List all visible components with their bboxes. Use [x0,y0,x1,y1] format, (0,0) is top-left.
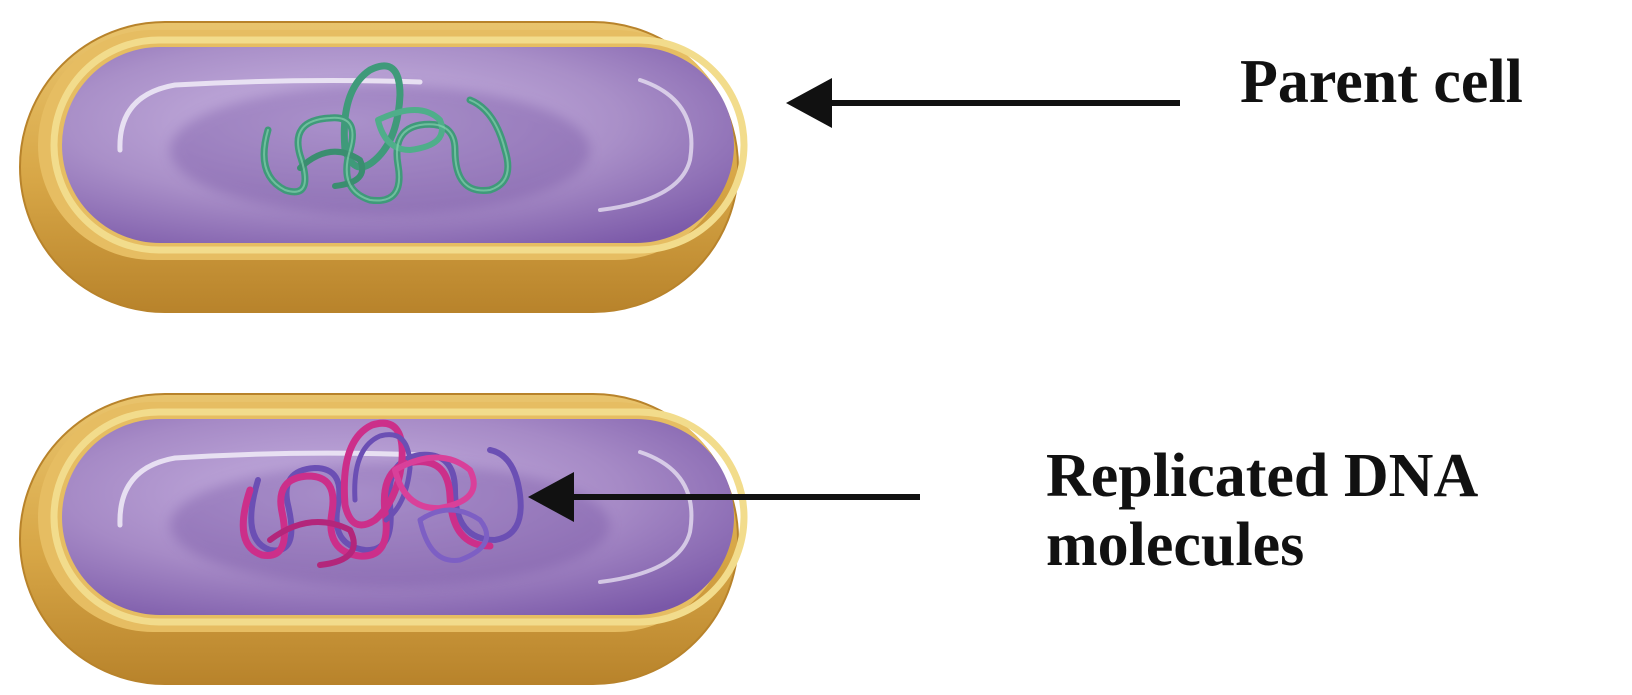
replicated-dna-label-line2: molecules [1046,511,1478,580]
replicated-dna-label: Replicated DNA molecules [1046,442,1478,581]
arrow-left-icon [786,78,1180,128]
parent-cell-label: Parent cell [1240,48,1523,117]
replicated-dna-label-line1: Replicated DNA [1046,442,1478,511]
parent-cell [20,22,744,312]
replicating-cell [20,394,744,684]
